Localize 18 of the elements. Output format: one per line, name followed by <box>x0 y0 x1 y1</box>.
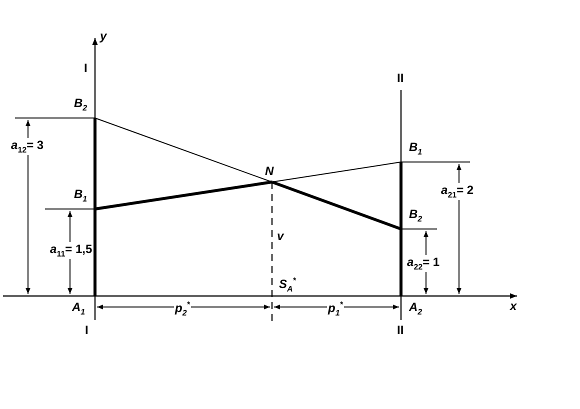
dimension-label: a$_{11}$= 1,5 <box>49 242 94 260</box>
point-label: A$_{1}$ <box>72 301 86 316</box>
axis-label: y <box>100 30 107 42</box>
axis-label: x <box>510 300 517 312</box>
point-label: B$_{1}$ <box>74 188 88 204</box>
value-label: v <box>277 230 284 242</box>
point-label: B$_{2}$ <box>409 208 422 224</box>
point-label: A$_{2}$ <box>409 301 422 316</box>
strategy-label: II <box>397 72 404 84</box>
strategy-label: II <box>397 324 404 336</box>
point-label: B$_{2}$ <box>74 97 88 112</box>
strategy-label: I <box>84 62 88 74</box>
dimension-label: a$_{21}$= 2 <box>440 183 475 200</box>
dimension-label: a$_{22}$= 1 <box>406 255 441 272</box>
point-label: B$_{1}$ <box>409 141 422 156</box>
dimension-label: a$_{12}$= 3 <box>10 138 45 156</box>
point-label: N <box>265 165 274 177</box>
strategy-label: I <box>85 324 88 336</box>
